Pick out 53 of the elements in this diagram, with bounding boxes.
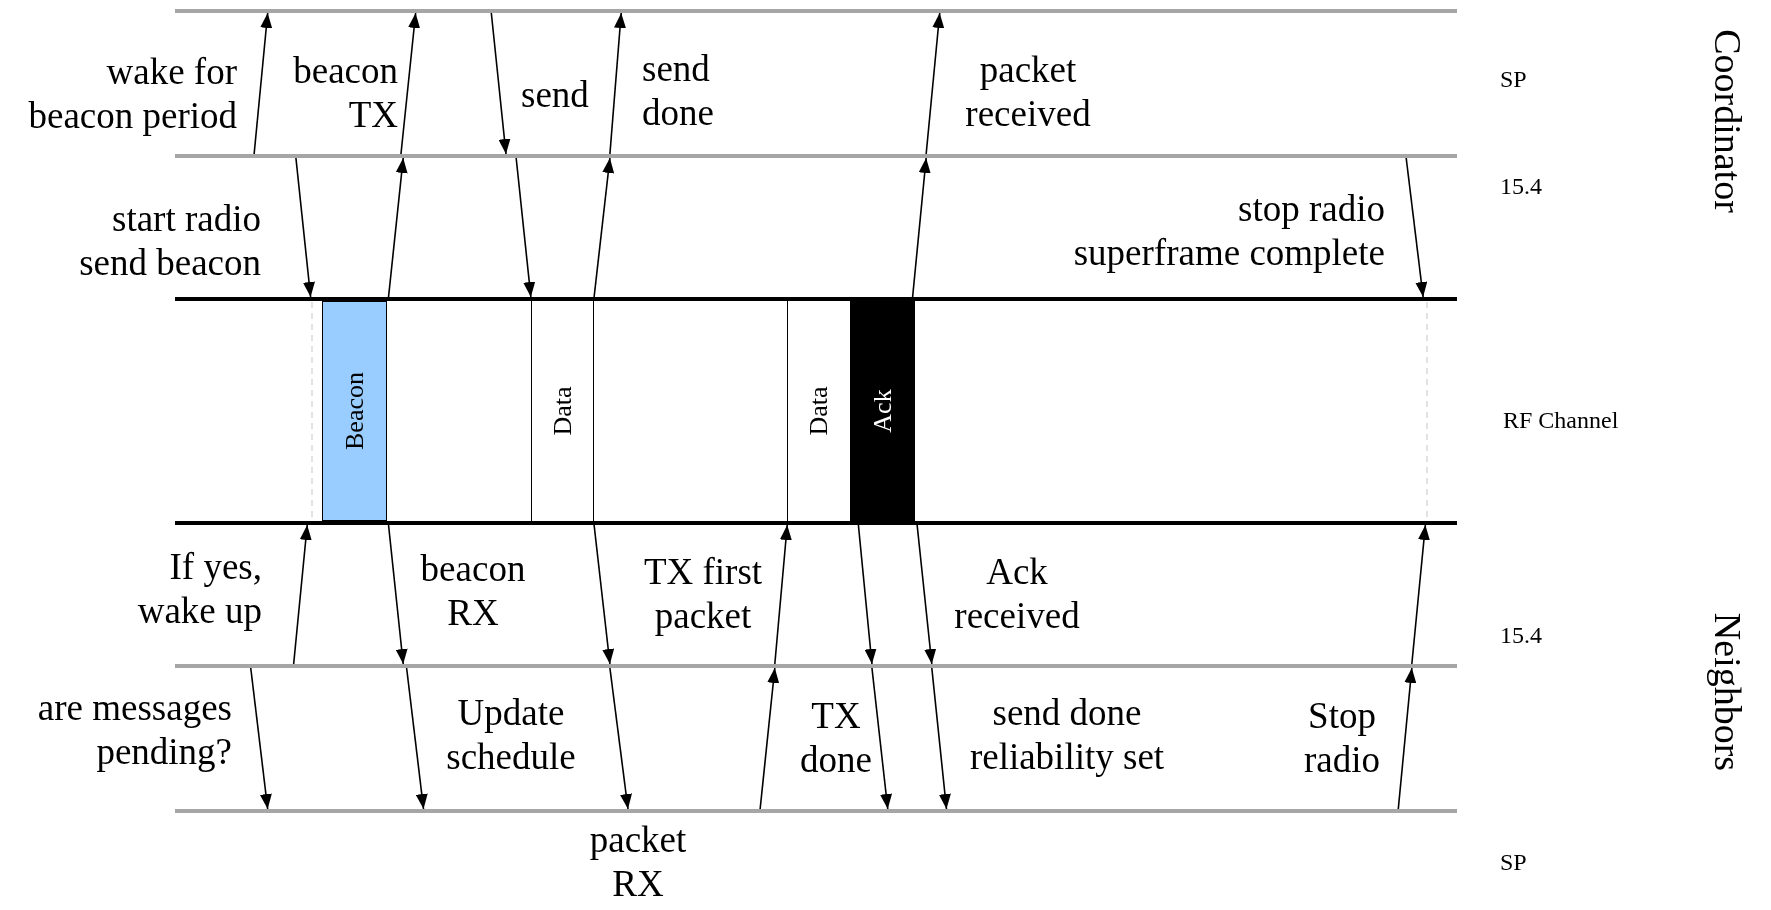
step-label: Ack received (953, 550, 1081, 638)
layer-label: 15.4 (1500, 621, 1543, 649)
step-label: TX first packet (642, 550, 764, 638)
side-heading: Coordinator (1706, 29, 1750, 213)
arrow (387, 524, 408, 665)
arrow (593, 157, 615, 298)
arrow (925, 12, 945, 155)
arrow (759, 667, 780, 810)
arrow (490, 12, 511, 155)
arrow (609, 667, 633, 810)
step-label: packet received (964, 48, 1092, 136)
arrow (1397, 667, 1417, 810)
side-heading: Neighbors (1706, 612, 1750, 772)
beacon-slot (322, 301, 387, 521)
arrow (292, 524, 312, 665)
arrow (774, 524, 792, 665)
step-label: send done (642, 47, 715, 135)
layer-label: SP (1500, 848, 1528, 876)
step-label: stop radio superframe complete (1072, 187, 1385, 275)
step-label: Update schedule (445, 691, 577, 779)
step-label: If yes, wake up (136, 545, 262, 633)
arrow (916, 524, 937, 665)
step-label: packet RX (588, 818, 688, 906)
step-label: send done reliability set (968, 691, 1166, 779)
layer-label: 15.4 (1500, 172, 1543, 200)
arrow (1411, 524, 1430, 665)
layer-label: RF Channel (1503, 406, 1620, 434)
slot-label: Ack (868, 389, 898, 433)
step-label: beacon RX (419, 547, 527, 635)
step-label: send (521, 73, 590, 117)
arrow (387, 157, 408, 298)
step-label: Stop radio (1303, 694, 1381, 782)
layer-label: SP (1500, 65, 1528, 93)
slot-label: Data (804, 386, 834, 436)
arrow (1405, 157, 1428, 298)
arrow (515, 157, 536, 298)
arrow (911, 157, 931, 298)
arrow (249, 667, 272, 810)
arrow (931, 667, 951, 810)
arrow (253, 12, 273, 155)
arrow (609, 12, 626, 155)
slot-label: Beacon (339, 372, 370, 450)
arrow (593, 524, 615, 665)
arrow (295, 157, 315, 298)
arrow (405, 667, 428, 810)
step-label: beacon TX (292, 49, 398, 137)
arrow (871, 667, 893, 810)
step-label: are messages pending? (36, 686, 232, 774)
step-label: wake for beacon period (27, 50, 237, 138)
step-label: start radio send beacon (78, 197, 261, 285)
arrow (400, 12, 421, 155)
step-label: TX done (799, 694, 873, 782)
slot-label: Data (547, 386, 578, 436)
